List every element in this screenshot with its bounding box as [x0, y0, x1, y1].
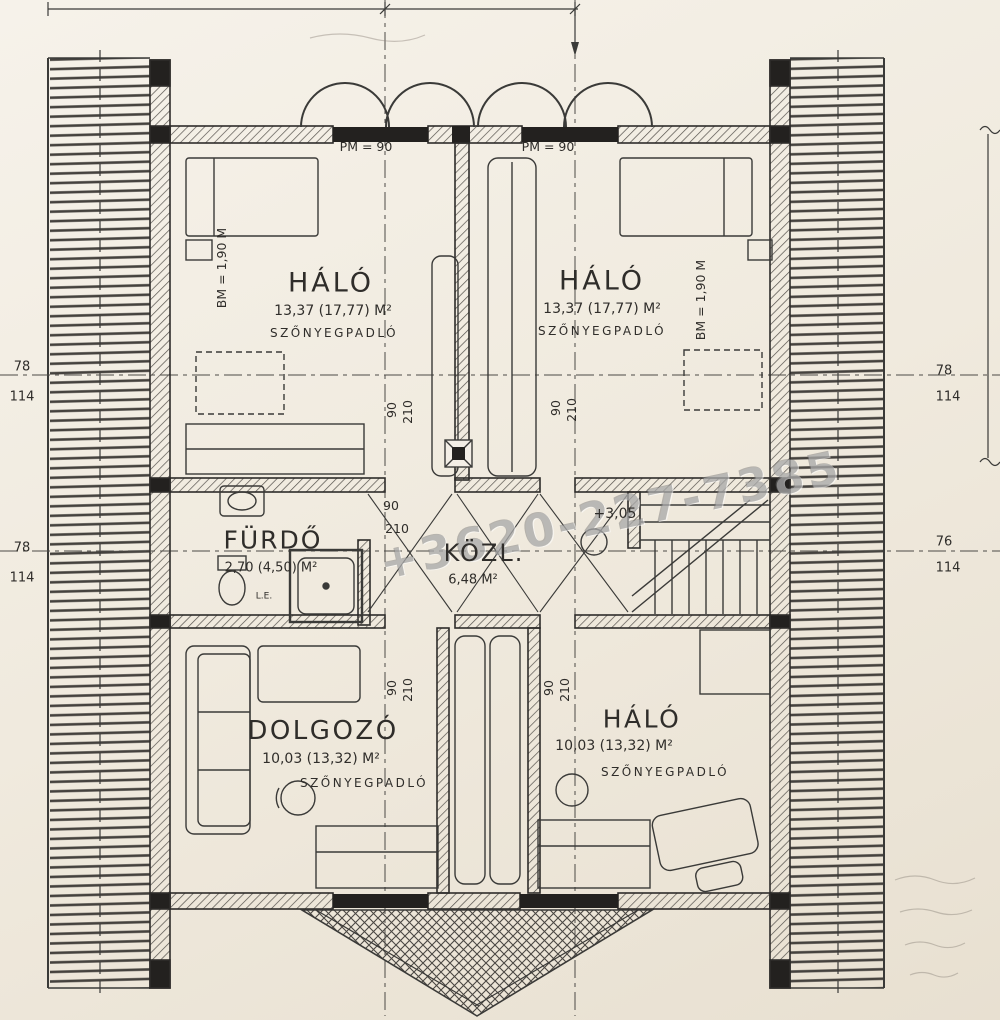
room-name-bedroom-bottom-right: HÁLÓ [602, 704, 682, 734]
dim-left-upper-a: 78 [13, 359, 31, 375]
window-arcs [300, 82, 653, 128]
room-name-hall: KÖZL. [443, 539, 525, 567]
roof-hatch-left [47, 50, 150, 996]
gable-hatch [299, 909, 655, 1017]
stairs [580, 499, 770, 614]
dim-left-lower-a: 78 [13, 540, 31, 556]
room-name-bathroom: FÜRDŐ [223, 525, 323, 555]
headroom-label-right: BM = 1,90 M [692, 259, 708, 341]
parapet-label-left: PM = 90 [339, 138, 393, 154]
stair-level-label: +3,05 [593, 506, 637, 522]
room-floor-bedroom-top-left: SZŐNYEGPADLÓ [269, 326, 399, 340]
room-name-study: DOLGOZÓ [247, 716, 399, 746]
top-dimension [47, 2, 581, 56]
room-area-hall: 6,48 M² [448, 572, 498, 588]
roof-hatch-right [790, 50, 885, 996]
parapet-label-right: PM = 90 [521, 138, 575, 154]
door-width-label-3: 90 [383, 497, 399, 513]
door-width-label-4: 90 [383, 680, 399, 696]
room-name-bedroom-top-right: HÁLÓ [558, 265, 646, 297]
room-name-bedroom-top-left: HÁLÓ [287, 267, 375, 299]
section-marks [979, 125, 1000, 467]
room-area-study: 10,03 (13,32) M² [262, 751, 380, 767]
room-area-bathroom: 2,70 (4,50) M² [224, 560, 318, 576]
door-height-label-1: 210 [399, 400, 415, 424]
furniture [185, 157, 773, 893]
door-width-label-5: 90 [540, 680, 556, 696]
pencil-scribbles [309, 33, 976, 978]
door-height-label-4: 210 [399, 678, 415, 702]
dim-right-upper-a: 78 [935, 363, 953, 379]
bathroom-fixture-label: L.E. [255, 591, 273, 602]
door-width-label-2: 90 [547, 400, 563, 416]
dim-left-lower-b: 114 [9, 570, 35, 586]
dim-right-upper-b: 114 [935, 389, 961, 405]
room-floor-bedroom-bottom-right: SZŐNYEGPADLÓ [600, 765, 730, 779]
room-floor-bedroom-top-right: SZŐNYEGPADLÓ [537, 324, 667, 338]
door-height-label-3: 210 [385, 520, 409, 536]
door-crosses [367, 493, 629, 613]
walls [149, 59, 791, 989]
door-height-label-5: 210 [556, 678, 572, 702]
room-area-bedroom-top-right: 13,37 (17,77) M² [543, 301, 661, 317]
headroom-label-left: BM = 1,90 M [213, 227, 229, 309]
door-width-label-1: 90 [383, 402, 399, 418]
room-floor-study: SZŐNYEGPADLÓ [299, 776, 429, 790]
door-height-label-2: 210 [563, 398, 579, 422]
dim-right-lower-a: 76 [935, 534, 953, 550]
dim-right-lower-b: 114 [935, 560, 961, 576]
dim-left-upper-b: 114 [9, 389, 35, 405]
room-area-bedroom-bottom-right: 10,03 (13,32) M² [555, 738, 673, 754]
room-area-bedroom-top-left: 13,37 (17,77) M² [274, 303, 392, 319]
